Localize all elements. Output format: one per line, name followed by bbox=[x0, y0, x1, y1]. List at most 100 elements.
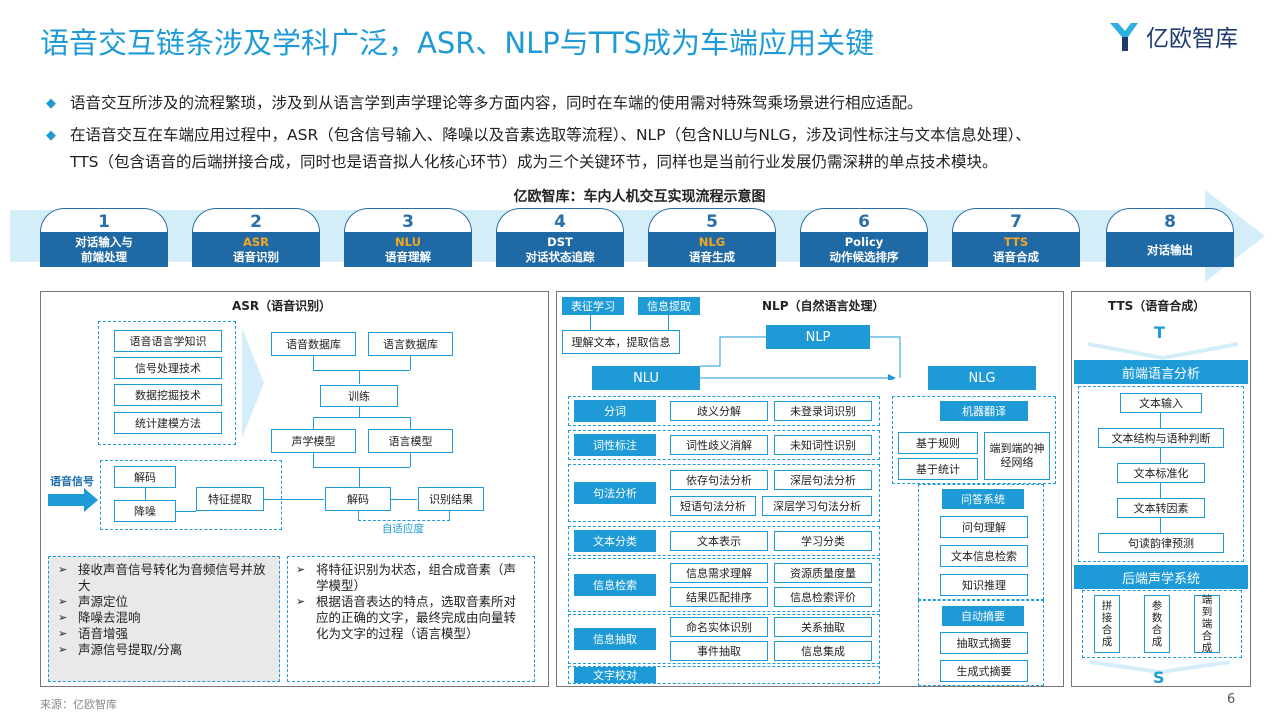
knowledge-item: 信号处理技术 bbox=[114, 357, 222, 379]
nlu-task-group bbox=[568, 526, 880, 556]
note-item: 声源信号提取/分离 bbox=[52, 642, 276, 658]
qa-group bbox=[918, 484, 1044, 600]
nlu-task-item: 词性歧义消解 bbox=[670, 435, 768, 455]
adaptation-label: 自适应度 bbox=[382, 523, 424, 535]
page-title: 语音交互链条涉及学科广泛，ASR、NLP与TTS成为车端应用关键 bbox=[40, 26, 875, 60]
backend-method: 端到端合成 bbox=[1194, 594, 1220, 654]
qa-system: 问答系统 bbox=[942, 489, 1024, 509]
bullet-1: ◆ 语音交互所涉及的流程繁琐，涉及到从语言学到声学理论等多方面内容，同时在车端的… bbox=[46, 90, 923, 117]
note-item: 将特征识别为状态，组合成音素（声学模型） bbox=[290, 562, 516, 594]
nlu-task-item: 结果匹配排序 bbox=[670, 587, 768, 608]
nlu-task-item: 短语句法分析 bbox=[670, 496, 756, 516]
nlp-connectors bbox=[700, 336, 901, 380]
nlu-task-group bbox=[568, 666, 880, 684]
input-arrow-icon bbox=[48, 488, 98, 512]
nlu-task-group bbox=[568, 396, 880, 426]
nlu-task-item: 未登录词识别 bbox=[774, 401, 872, 421]
tag-extraction: 信息提取 bbox=[638, 297, 700, 315]
down-chevron-icon bbox=[1088, 342, 1238, 360]
auto-summary: 自动摘要 bbox=[942, 606, 1024, 626]
frontend-step: 句读韵律预测 bbox=[1098, 533, 1224, 553]
diamond-icon: ◆ bbox=[46, 96, 56, 111]
nlu-task-item: 深层句法分析 bbox=[774, 470, 872, 490]
rule-based: 基于规则 bbox=[898, 432, 978, 454]
mt-group bbox=[892, 396, 1056, 484]
decode-box-2: 解码 bbox=[325, 487, 391, 511]
recognition-result: 识别结果 bbox=[418, 487, 484, 511]
nlu-task-item: 信息集成 bbox=[774, 640, 872, 661]
nlp-box: NLP bbox=[766, 325, 870, 349]
note-item: 声源定位 bbox=[52, 594, 276, 610]
step-number: 8 bbox=[1106, 208, 1234, 234]
knowledge-item: 数据挖掘技术 bbox=[114, 384, 222, 406]
nlp-title: NLP（自然语言处理） bbox=[762, 299, 885, 313]
denoise-box: 降噪 bbox=[114, 500, 176, 522]
frontend-step: 文本标准化 bbox=[1117, 463, 1205, 483]
knowledge-item: 统计建模方法 bbox=[114, 412, 222, 434]
flow-band bbox=[10, 190, 1265, 282]
tts-output-s: S bbox=[1153, 668, 1165, 687]
step-number: 3 bbox=[344, 208, 472, 234]
nlg-box: NLG bbox=[928, 366, 1036, 390]
nlu-box: NLU bbox=[592, 366, 700, 390]
diamond-icon: ◆ bbox=[46, 128, 56, 143]
nlu-task-group bbox=[568, 430, 880, 460]
backend-method: 参数合成 bbox=[1144, 595, 1170, 653]
e2e-neural: 端到端的神经网络 bbox=[984, 432, 1050, 480]
logo: 亿欧智库 bbox=[1108, 16, 1238, 56]
nlu-task-item: 深层学习句法分析 bbox=[762, 496, 872, 516]
nlu-task-item: 依存句法分析 bbox=[670, 470, 768, 490]
nlu-task-item: 资源质量度量 bbox=[774, 562, 872, 583]
step-number: 5 bbox=[648, 208, 776, 234]
knowledge-group bbox=[98, 321, 236, 445]
language-database: 语言数据库 bbox=[368, 332, 453, 356]
nlu-task-item: 关系抽取 bbox=[774, 617, 872, 638]
source-footer: 来源：亿欧智库 bbox=[40, 698, 117, 711]
qa-item: 知识推理 bbox=[940, 574, 1028, 596]
chart-title: 亿欧智库：车内人机交互实现流程示意图 bbox=[513, 189, 766, 205]
summary-item: 生成式摘要 bbox=[940, 660, 1028, 682]
step-number: 1 bbox=[40, 208, 168, 234]
step-number: 4 bbox=[496, 208, 624, 234]
stat-based: 基于统计 bbox=[898, 458, 978, 480]
summary-group bbox=[918, 600, 1044, 686]
machine-translation: 机器翻译 bbox=[940, 401, 1028, 421]
nlu-task-head: 句法分析 bbox=[574, 482, 656, 504]
qa-item: 文本信息检索 bbox=[940, 545, 1028, 567]
asr-title: ASR（语音识别） bbox=[232, 299, 332, 313]
speech-database: 语音数据库 bbox=[271, 332, 356, 356]
tag-representation: 表征学习 bbox=[562, 297, 624, 315]
nlu-task-item: 信息检索评价 bbox=[774, 587, 872, 608]
page-number: 6 bbox=[1227, 692, 1236, 707]
nlu-task-item: 未知词性识别 bbox=[774, 435, 872, 455]
nlu-task-group bbox=[568, 614, 880, 664]
nlu-task-head: 文字校对 bbox=[574, 667, 656, 683]
nlu-task-head: 信息抽取 bbox=[574, 628, 656, 650]
acoustic-model: 声学模型 bbox=[271, 429, 356, 453]
step-number: 6 bbox=[800, 208, 928, 234]
note-item: 根据语音表达的特点，选取音素所对应的正确的文字，最终完成由向量转化为文字的过程（… bbox=[290, 594, 516, 642]
summary-item: 抽取式摘要 bbox=[940, 632, 1028, 654]
frontend-step: 文本转因素 bbox=[1117, 498, 1205, 518]
nlu-task-item: 事件抽取 bbox=[670, 640, 768, 661]
down-chevron-icon-2 bbox=[1090, 660, 1230, 674]
bullet-2-cont: TTS（包含语音的后端拼接合成，同时也是语音拟人化核心环节）成为三个关键环节，同… bbox=[70, 153, 998, 171]
step-number: 7 bbox=[952, 208, 1080, 234]
step-label: 对话输出 bbox=[1106, 232, 1234, 267]
front-group bbox=[1078, 386, 1244, 562]
logo-text: 亿欧智库 bbox=[1146, 26, 1238, 52]
back-group bbox=[1082, 590, 1242, 658]
training-box: 训练 bbox=[320, 385, 398, 407]
